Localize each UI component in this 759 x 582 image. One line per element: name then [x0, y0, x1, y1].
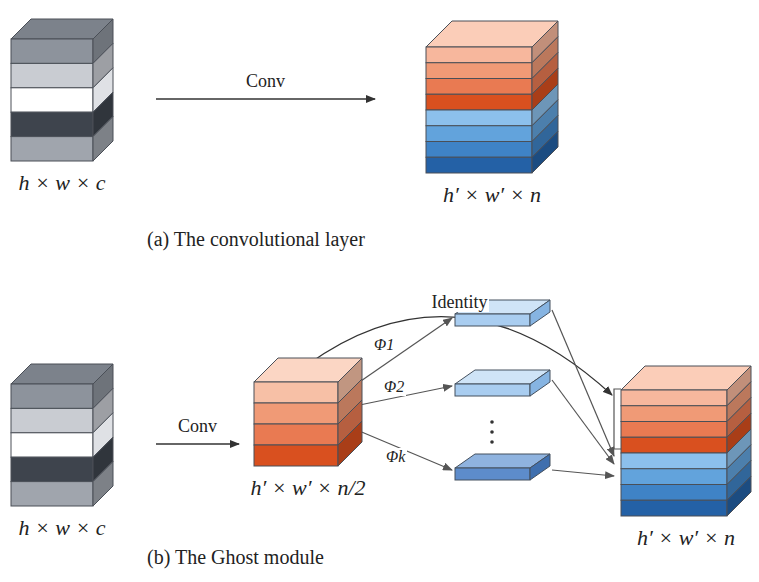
edge-label: Conv — [176, 416, 219, 437]
ghost-slab — [455, 370, 550, 396]
ellipsis-dots — [490, 420, 494, 444]
feature-map-node: h′ × w′ × n — [425, 20, 559, 208]
dimension-label: h × w × c — [10, 170, 114, 196]
conv-arrow — [156, 98, 375, 99]
phi-label: Φk — [384, 448, 407, 466]
feature-map-node: h × w × c — [10, 363, 114, 541]
feature-cube — [10, 363, 114, 507]
feature-map-node: h × w × c — [10, 18, 114, 196]
dimension-label: h′ × w′ × n — [620, 525, 752, 551]
edge-label: Identity — [429, 292, 489, 313]
feature-cube — [10, 18, 114, 162]
dimension-label: h′ × w′ × n/2 — [248, 475, 367, 501]
identity-bracket — [614, 389, 621, 449]
feature-cube — [425, 20, 559, 174]
ghost-slab — [455, 454, 550, 480]
feature-map-node: h′ × w′ × n — [620, 365, 752, 551]
conv-arrow — [156, 443, 239, 444]
slab-to-output-arrows — [552, 310, 614, 476]
feature-map-node: h′ × w′ × n/2 — [248, 357, 367, 501]
panel-caption: (b) The Ghost module — [145, 546, 326, 569]
edge-label: Conv — [244, 71, 287, 92]
panel-caption: (a) The convolutional layer — [145, 228, 367, 251]
phi-label: Φ2 — [382, 378, 406, 396]
dimension-label: h′ × w′ × n — [425, 182, 559, 208]
phi-label: Φ1 — [372, 336, 396, 354]
dimension-label: h × w × c — [10, 515, 114, 541]
feature-cube — [253, 357, 363, 467]
feature-cube — [620, 365, 752, 517]
